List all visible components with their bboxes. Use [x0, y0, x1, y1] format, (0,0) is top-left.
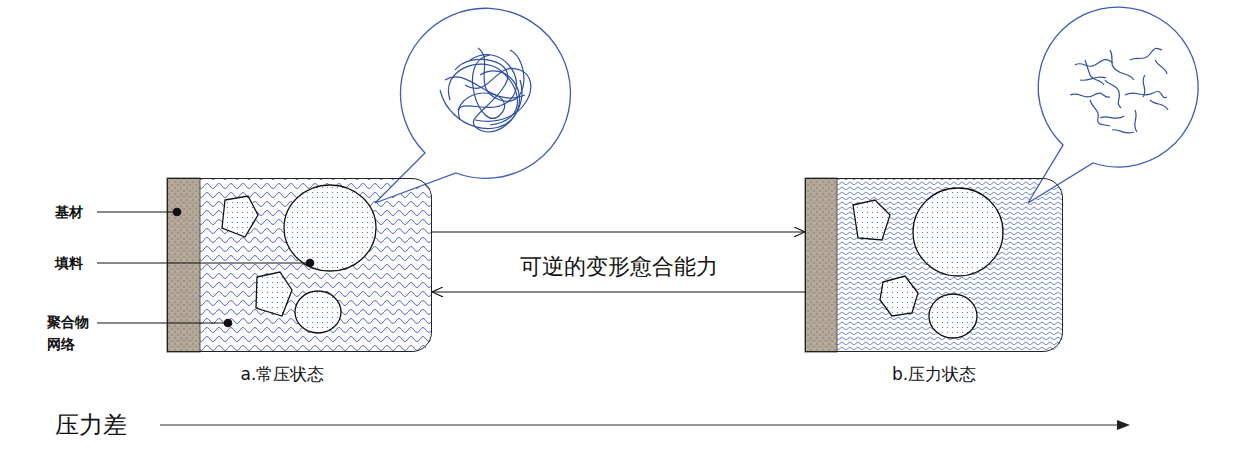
- polymer-network: [167, 178, 432, 352]
- stretched-chains: [1130, 48, 1162, 60]
- transition-arrow: [432, 291, 805, 292]
- pressure-axis: [1117, 420, 1130, 430]
- filler: [853, 188, 1003, 338]
- stretched-chains: [1070, 48, 1168, 133]
- substrate: [167, 178, 200, 352]
- transition-arrow: [432, 231, 805, 232]
- stretched-chains: [1090, 100, 1110, 126]
- pressure-axis: [160, 420, 1130, 430]
- state-caption: a.常压状态: [151, 363, 414, 386]
- stretched-chains: [1075, 60, 1113, 67]
- part-label: 填料: [55, 252, 83, 274]
- stretched-chains: [1150, 100, 1168, 110]
- part-label: 基材: [55, 201, 83, 223]
- stretched-chains: [1080, 77, 1106, 80]
- filler: [222, 196, 258, 237]
- leader-lines: [97, 211, 177, 212]
- filler: [880, 276, 918, 316]
- filler: [284, 185, 376, 271]
- state-panel: a.常压状态: [167, 178, 432, 352]
- pressure-axis: [160, 424, 1120, 425]
- stretched-chains: [1110, 50, 1134, 80]
- callout-a: [375, 8, 570, 203]
- stretched-chains: [1100, 116, 1124, 118]
- filler: [853, 200, 890, 240]
- filler: [222, 185, 376, 333]
- leader-lines: [306, 259, 314, 267]
- tangled-chains: [458, 55, 516, 120]
- panel-b-fill: [805, 178, 1063, 352]
- tangled-chains: [478, 48, 524, 101]
- stretched-chains: [1070, 93, 1110, 97]
- leader-lines: [97, 208, 314, 327]
- leader-lines: [224, 319, 232, 327]
- stretched-chains: [1105, 80, 1121, 108]
- stretched-chains: [1112, 130, 1134, 133]
- tangled-chains: [458, 55, 505, 118]
- stretched-chains: [1135, 110, 1137, 132]
- substrate: [805, 178, 837, 352]
- callout-b: [1028, 7, 1198, 203]
- filler: [256, 272, 292, 316]
- state-panel: b.压力状态: [805, 178, 1063, 352]
- stretched-chains: [1155, 60, 1167, 74]
- panel-a-fill: [167, 178, 432, 352]
- tangled-chains: [440, 71, 520, 129]
- filler: [295, 291, 341, 333]
- callout-b: [1028, 7, 1198, 203]
- stretched-chains: [1125, 91, 1167, 97]
- polymer-network: [805, 178, 1063, 352]
- leader-lines: [97, 262, 310, 263]
- stretched-chains: [1085, 60, 1104, 85]
- state-caption: b.压力状态: [806, 363, 1062, 386]
- filler: [913, 188, 1003, 276]
- part-label: 聚合物 网络: [47, 311, 93, 355]
- leader-lines: [173, 208, 181, 216]
- leader-lines: [97, 322, 228, 323]
- tangled-chains: [440, 48, 531, 132]
- filler: [929, 294, 977, 338]
- callout-a: [375, 8, 570, 203]
- stretched-chains: [1143, 75, 1145, 97]
- axis-label: 压力差: [55, 410, 127, 440]
- edge-label: 可逆的变形愈合能力: [520, 252, 718, 282]
